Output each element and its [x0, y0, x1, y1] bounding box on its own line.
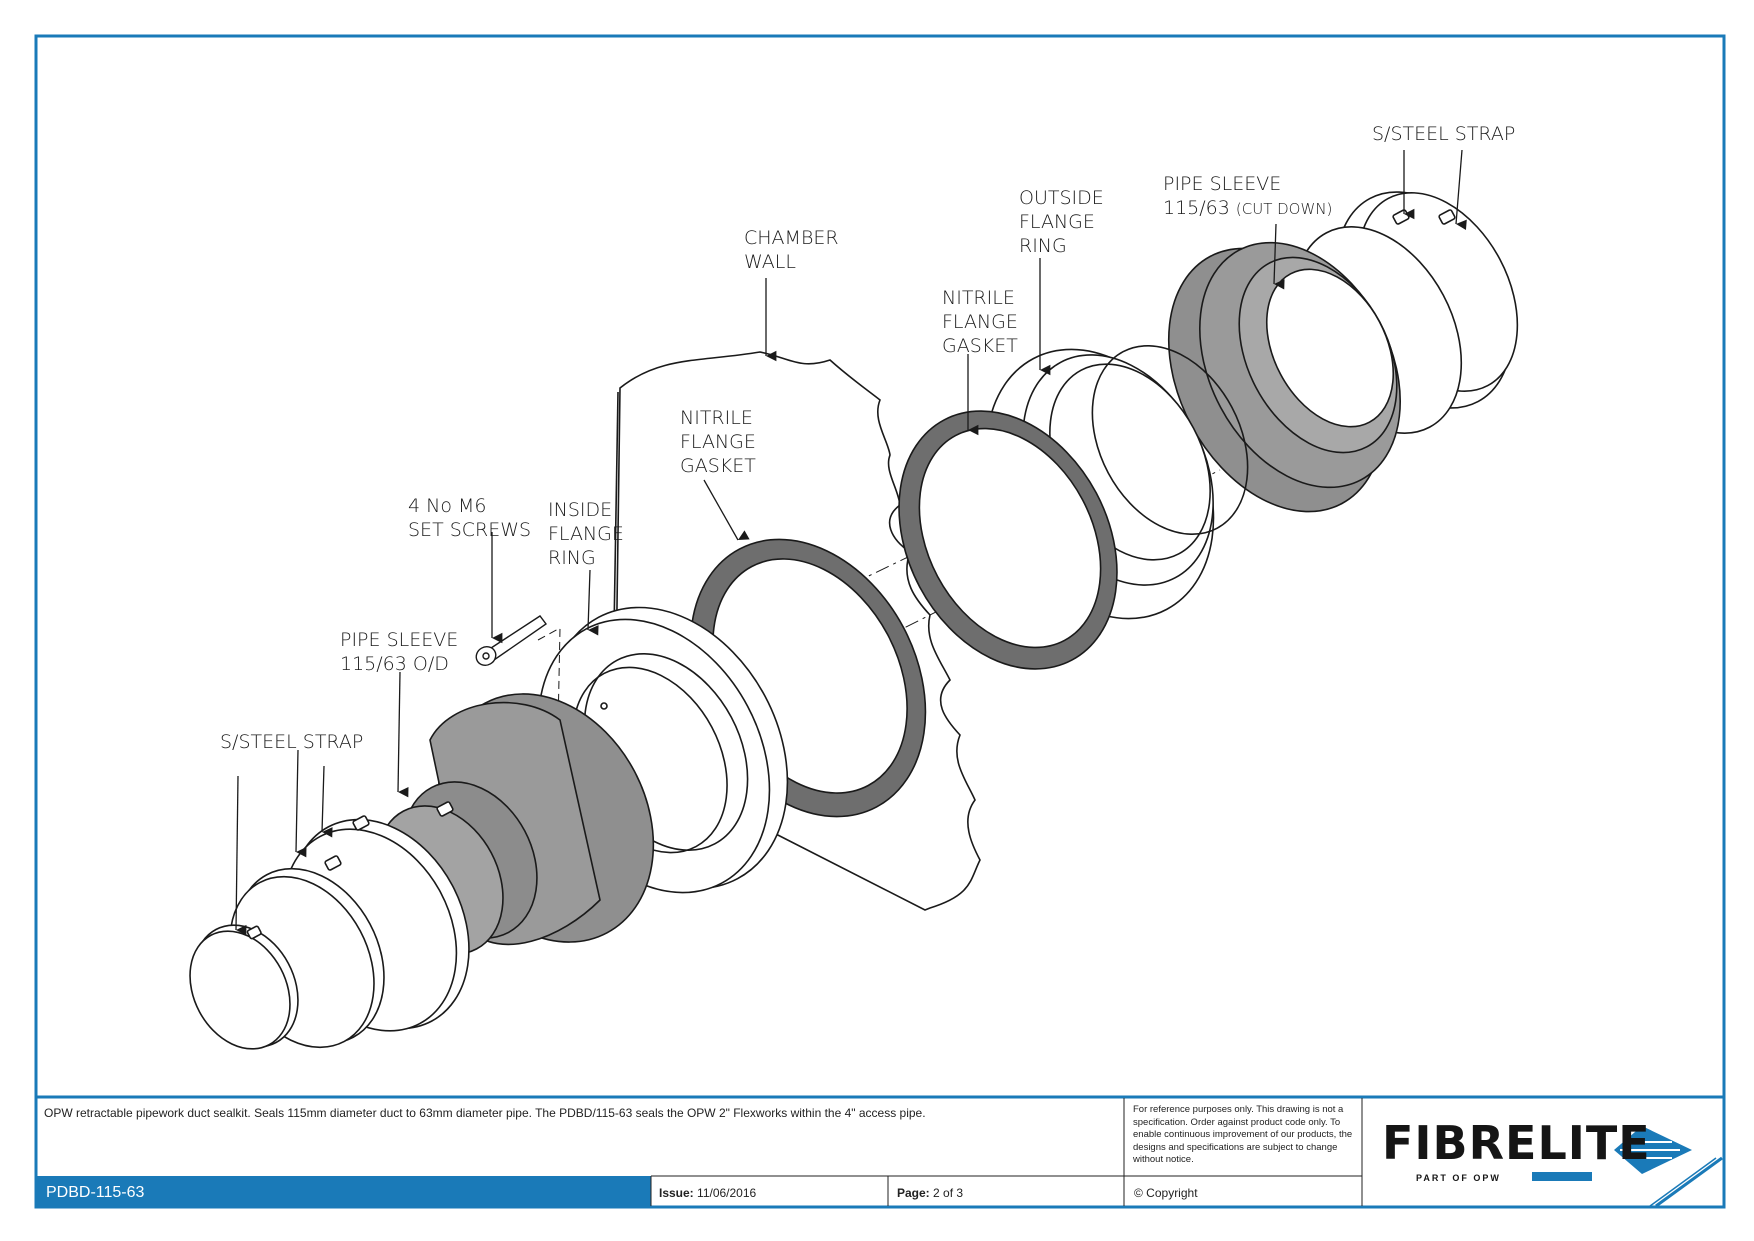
label-pipe-sleeve-cut-down: PIPE SLEEVE 115/63 (CUT DOWN): [1163, 173, 1333, 219]
label-inside-flange-ring: INSIDE FLANGE RING: [548, 499, 624, 569]
label-nitrile-gasket-inner: NITRILE FLANGE GASKET: [680, 407, 756, 477]
fibrelite-logo: FIBRELITE: [1382, 1116, 1651, 1170]
page-field: Page: 2 of 3: [897, 1186, 964, 1200]
set-screw: [475, 615, 547, 666]
label-chamber-wall: CHAMBER WALL: [744, 227, 839, 273]
fibrelite-emblem: [1532, 1126, 1692, 1181]
label-steel-strap-right: S/STEEL STRAP: [1372, 123, 1516, 145]
drawing-description: OPW retractable pipework duct sealkit. S…: [44, 1106, 926, 1120]
steel-strap-left: [189, 815, 470, 1050]
pipe-sleeve-cut-down: [1167, 241, 1401, 513]
issue-field: Issue: 11/06/2016: [659, 1186, 757, 1200]
label-set-screws: 4 No M6 SET SCREWS: [408, 495, 532, 541]
product-code-bar: [37, 1176, 651, 1206]
nitrile-gasket-outer: [898, 410, 1118, 670]
label-outside-flange-ring: OUTSIDE FLANGE RING: [1019, 187, 1104, 257]
label-nitrile-gasket-outer: NITRILE FLANGE GASKET: [942, 287, 1018, 357]
drawing-frame: [34, 34, 1726, 1209]
copyright: © Copyright: [1134, 1186, 1198, 1200]
leader-lines: [235, 149, 1467, 936]
set-screw-path: [537, 627, 561, 729]
label-pipe-sleeve-od: PIPE SLEEVE 115/63 O/D: [340, 629, 459, 675]
logo-subtext: PART OF OPW: [1416, 1173, 1501, 1183]
product-code: PDBD-115-63: [46, 1184, 145, 1201]
disclaimer-note: For reference purposes only. This drawin…: [1133, 1104, 1353, 1165]
label-steel-strap-left: S/STEEL STRAP: [220, 731, 364, 753]
